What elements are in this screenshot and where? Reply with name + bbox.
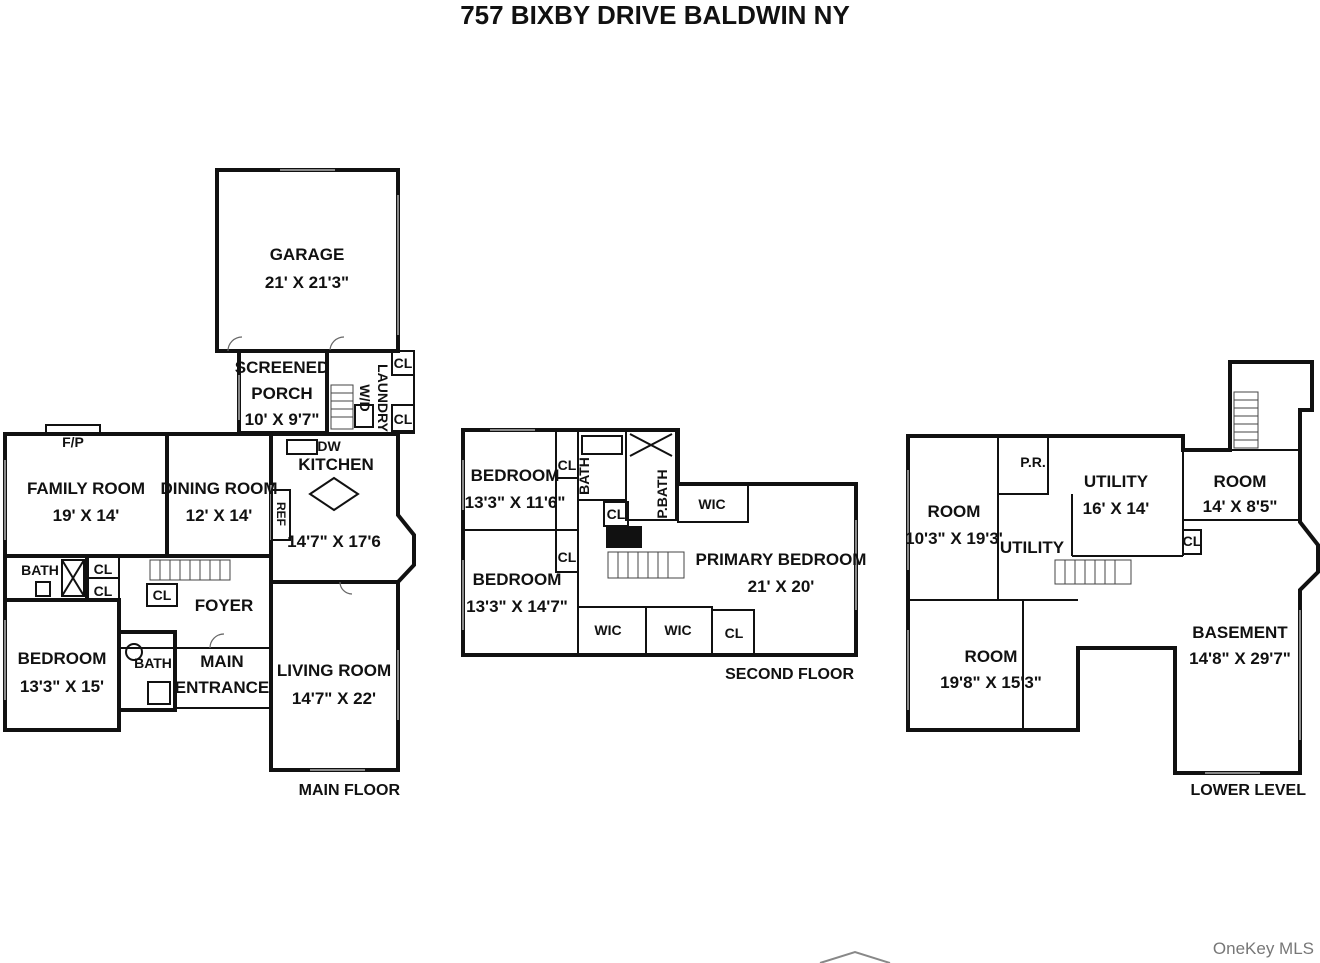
second-wic-a: WIC xyxy=(698,496,725,512)
lower-room-2-dims: 14' X 8'5" xyxy=(1203,497,1278,516)
lower-room-1-label: ROOM xyxy=(928,502,981,521)
main-bath-1-label: BATH xyxy=(21,562,59,578)
dining-room-dims: 12' X 14' xyxy=(186,506,253,525)
watermark: OneKey MLS xyxy=(1213,939,1314,958)
refrigerator-label: REF xyxy=(274,502,288,526)
plan-title: 757 BIXBY DRIVE BALDWIN NY xyxy=(460,0,850,30)
main-cl-c: CL xyxy=(94,561,113,577)
second-bedroom-2-label: BEDROOM xyxy=(473,570,562,589)
fireplace-label: F/P xyxy=(62,434,84,450)
powder-bath-label: P.BATH xyxy=(654,469,670,518)
main-entrance-label-2: ENTRANCE xyxy=(175,678,269,697)
lower-level-label: LOWER LEVEL xyxy=(1190,782,1306,799)
laundry-label: LAUNDRY xyxy=(375,364,391,433)
screened-porch-dims: 10' X 9'7" xyxy=(245,410,320,429)
second-cl-a: CL xyxy=(558,457,577,473)
kitchen-label: KITCHEN xyxy=(298,455,374,474)
second-cl-d: CL xyxy=(725,625,744,641)
garage-dims: 21' X 21'3" xyxy=(265,273,349,292)
lower-utility-1-dims: 16' X 14' xyxy=(1083,499,1150,518)
lower-utility-2-label: UTILITY xyxy=(1000,538,1065,557)
basement-label: BASEMENT xyxy=(1192,623,1288,642)
primary-bedroom-label: PRIMARY BEDROOM xyxy=(696,550,867,569)
garage-label: GARAGE xyxy=(270,245,345,264)
second-bedroom-2-dims: 13'3" X 14'7" xyxy=(466,597,568,616)
kitchen-island xyxy=(308,476,360,512)
lower-level: ROOM 10'3" X 19'3' P.R. UTILITY 16' X 14… xyxy=(905,360,1320,799)
screened-porch-label-1: SCREENED xyxy=(235,358,329,377)
main-cl-b: CL xyxy=(394,411,413,427)
main-bedroom-dims: 13'3" X 15' xyxy=(20,677,104,696)
main-cl-a: CL xyxy=(394,355,413,371)
living-room-dims: 14'7" X 22' xyxy=(292,689,376,708)
powder-room-label: P.R. xyxy=(1020,454,1045,470)
lower-room-3-label: ROOM xyxy=(965,647,1018,666)
second-wic-b: WIC xyxy=(594,622,621,638)
second-cl-c: CL xyxy=(607,506,626,522)
main-entrance-label-1: MAIN xyxy=(200,652,243,671)
second-bath-label: BATH xyxy=(576,457,592,495)
lower-utility-1-label: UTILITY xyxy=(1084,472,1149,491)
second-bedroom-1-dims: 13'3" X 11'6" xyxy=(465,493,566,512)
kitchen-dims: 14'7" X 17'6 xyxy=(287,532,381,551)
laundry-wd-label: W/D xyxy=(357,384,373,411)
second-floor: BEDROOM 13'3" X 11'6" BEDROOM 13'3" X 14… xyxy=(461,428,867,683)
main-floor: GARAGE 21' X 21'3" SCREENED PORCH 10' X … xyxy=(3,168,416,799)
second-floor-label: SECOND FLOOR xyxy=(725,666,854,683)
second-cl-b: CL xyxy=(558,549,577,565)
second-wic-c: WIC xyxy=(664,622,691,638)
main-floor-label: MAIN FLOOR xyxy=(299,782,401,799)
lower-room-1-dims: 10'3" X 19'3' xyxy=(905,529,1003,548)
foyer-label: FOYER xyxy=(195,596,254,615)
family-room-dims: 19' X 14' xyxy=(53,506,120,525)
lower-room-2-label: ROOM xyxy=(1214,472,1267,491)
basement-dims: 14'8" X 29'7" xyxy=(1189,649,1291,668)
primary-bedroom-dims: 21' X 20' xyxy=(748,577,815,596)
second-bedroom-1-label: BEDROOM xyxy=(471,466,560,485)
lower-room-3-dims: 19'8" X 15'3" xyxy=(940,673,1042,692)
lower-cl: CL xyxy=(1183,533,1202,549)
main-bedroom-label: BEDROOM xyxy=(18,649,107,668)
family-room-label: FAMILY ROOM xyxy=(27,479,145,498)
main-cl-d: CL xyxy=(94,583,113,599)
main-bath-2-label: BATH xyxy=(134,655,172,671)
main-cl-e: CL xyxy=(153,587,172,603)
dishwasher-label: DW xyxy=(317,438,341,454)
screened-porch-label-2: PORCH xyxy=(251,384,312,403)
chimney-block xyxy=(606,526,642,548)
living-room-label: LIVING ROOM xyxy=(277,661,391,680)
roof-mark-icon xyxy=(819,950,891,963)
dining-room-label: DINING ROOM xyxy=(160,479,277,498)
